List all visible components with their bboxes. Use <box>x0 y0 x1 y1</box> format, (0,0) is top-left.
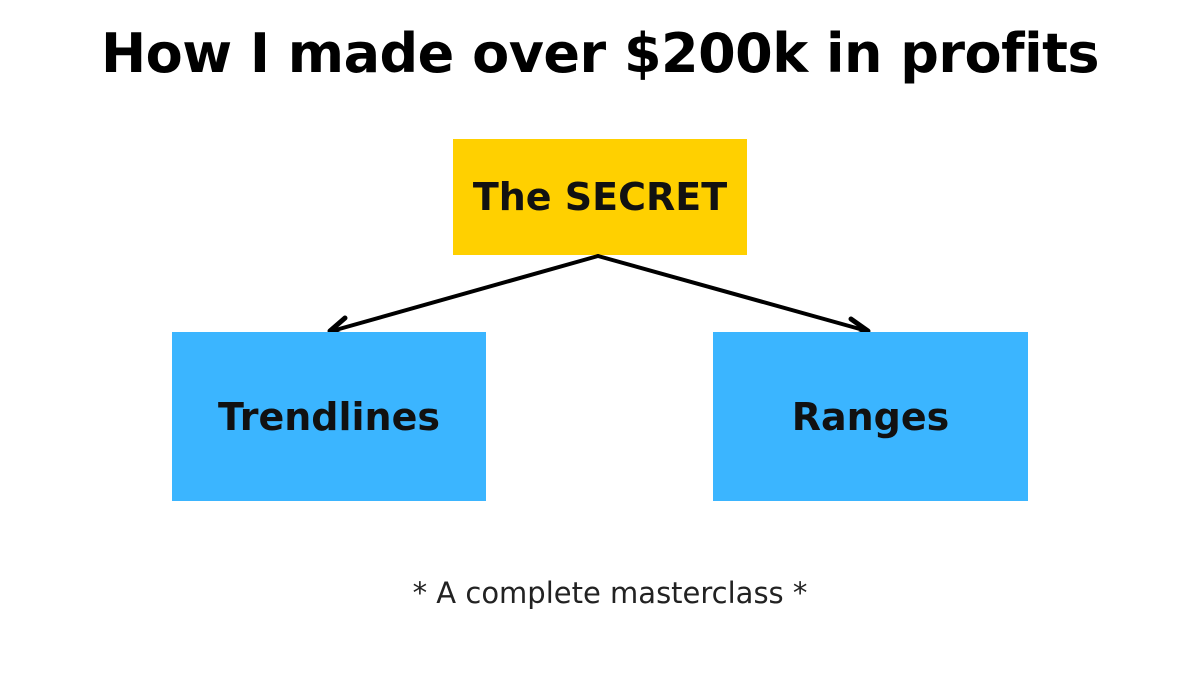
arrow-to-trendlines <box>327 254 600 340</box>
root-node: The SECRET <box>453 139 747 255</box>
child-node-label: Trendlines <box>217 394 440 439</box>
child-node-ranges: Ranges <box>713 332 1028 501</box>
page-title: How I made over $200k in profits <box>100 22 1100 85</box>
footnote: * A complete masterclass * <box>0 576 1200 610</box>
footnote-text: * A complete masterclass * <box>412 576 808 610</box>
arrow-to-ranges <box>596 254 871 341</box>
child-node-trendlines: Trendlines <box>172 332 486 501</box>
root-node-label: The SECRET <box>472 175 728 219</box>
child-node-label: Ranges <box>791 394 950 439</box>
